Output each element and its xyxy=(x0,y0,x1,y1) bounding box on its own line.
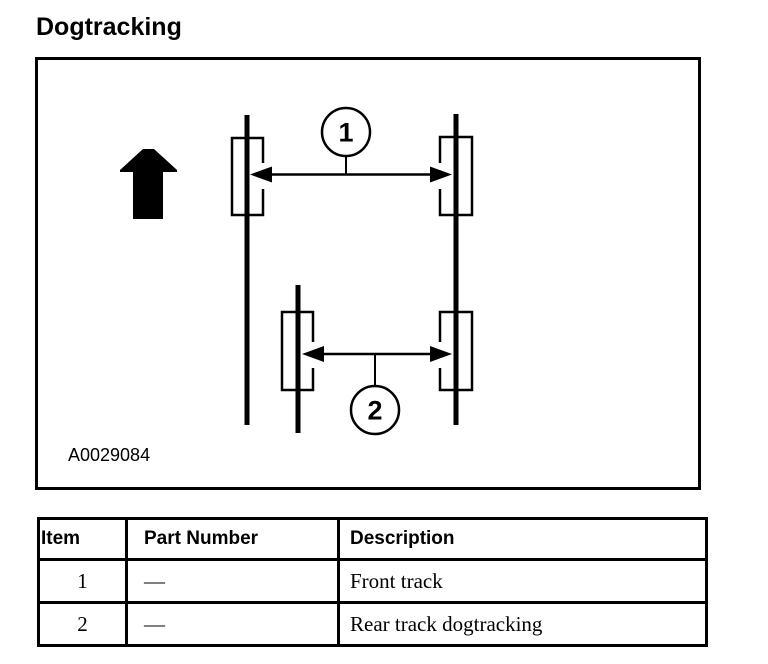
table-row: 1 — Front track xyxy=(37,558,708,604)
table-header-row: Item Part Number Description xyxy=(37,517,708,561)
direction-of-travel-arrow-icon xyxy=(120,149,177,219)
header-description: Description xyxy=(337,517,708,561)
cell-item-1: 1 xyxy=(37,558,128,604)
cell-part-number-1: — xyxy=(125,558,340,604)
figure-box: 1 2 A0029084 xyxy=(35,57,701,490)
header-part-number: Part Number xyxy=(125,517,340,561)
figure-id-label: A0029084 xyxy=(68,445,150,465)
page-title: Dogtracking xyxy=(36,13,182,41)
front-track-arrow xyxy=(250,166,452,183)
callout-1-circle xyxy=(320,106,372,158)
header-item: Item xyxy=(37,517,128,561)
cell-item-2: 2 xyxy=(37,601,128,647)
callout-1-label: 1 xyxy=(338,118,353,148)
cell-description-1: Front track xyxy=(337,558,708,604)
rear-track-arrow xyxy=(302,346,452,362)
dogtracking-diagram: 1 2 A0029084 xyxy=(68,106,474,465)
parts-table: Item Part Number Description 1 — Front t… xyxy=(37,517,708,647)
table-row: 2 — Rear track dogtracking xyxy=(37,601,708,647)
callout-2-circle xyxy=(349,384,401,436)
cell-description-2: Rear track dogtracking xyxy=(337,601,708,647)
cell-part-number-2: — xyxy=(125,601,340,647)
callout-2-label: 2 xyxy=(367,396,382,426)
